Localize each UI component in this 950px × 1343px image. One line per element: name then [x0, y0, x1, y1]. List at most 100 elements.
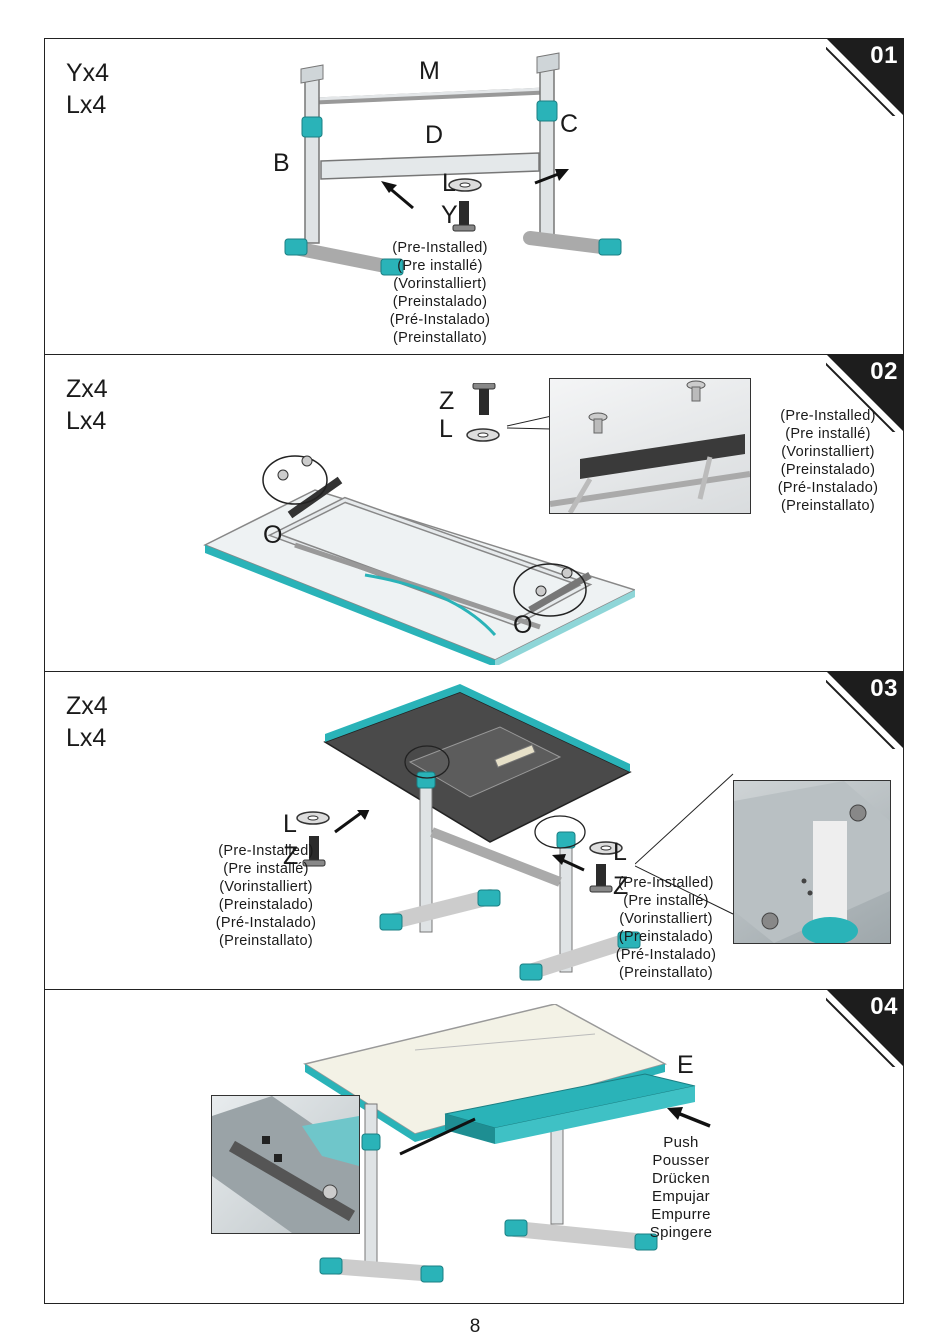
pre-installed-note: (Pre-Installed) (Pre installé) (Vorinsta… [375, 239, 505, 347]
parts-quantity: Zx4 Lx4 [66, 690, 108, 754]
label-l: L [439, 415, 453, 443]
desk-drawer-illustration [303, 1004, 711, 1283]
step-badge-01: 01 [826, 38, 904, 116]
note-line: (Preinstallato) [219, 933, 313, 949]
bracket-detail-illustration [549, 380, 751, 515]
label-l-right: L [613, 838, 627, 866]
note-line: (Preinstallato) [781, 498, 875, 514]
push-line: Empujar [652, 1188, 710, 1205]
push-line: Pousser [652, 1152, 710, 1169]
note-line: (Preinstalado) [618, 929, 714, 945]
label-d: D [425, 121, 444, 149]
badge-corner-icon [826, 671, 904, 749]
push-line: Push [663, 1134, 699, 1151]
left-leg-b [304, 72, 320, 244]
parts-quantity: Zx4 Lx4 [66, 373, 108, 437]
note-line: (Pre-Installed) [392, 240, 488, 256]
note-line: (Preinstalado) [780, 462, 876, 478]
label-l: L [442, 169, 456, 197]
note-line: (Preinstallato) [619, 965, 713, 981]
label-l-left: L [283, 810, 297, 838]
note-line: (Pre installé) [785, 426, 871, 442]
step-number: 03 [870, 675, 898, 702]
note-line: (Preinstalado) [392, 294, 488, 310]
step-number: 01 [870, 42, 898, 69]
push-instruction: Push Pousser Drücken Empujar Empurre Spi… [643, 1134, 719, 1242]
label-z: Z [439, 387, 455, 415]
note-line: (Pre installé) [623, 893, 709, 909]
label-c: C [560, 110, 579, 138]
quantity-l: Lx4 [66, 91, 107, 119]
push-line: Empurre [651, 1206, 711, 1223]
desk-on-legs-illustration [323, 684, 641, 981]
bolt-detail-illustration [734, 781, 890, 945]
note-line: (Vorinstalliert) [219, 879, 313, 895]
step-badge-02: 02 [826, 354, 904, 432]
step-04: 04 E [45, 989, 904, 1305]
note-line: (Pré-Instalado) [777, 480, 879, 496]
pre-installed-note: (Pre-Installed) (Pre installé) (Vorinsta… [763, 407, 893, 515]
desktop-underside-illustration [203, 455, 635, 665]
note-line: (Preinstalado) [218, 897, 314, 913]
detail-inset [549, 378, 751, 515]
right-foot [523, 231, 617, 255]
step-01: 01 Yx4 Lx4 [45, 38, 904, 354]
step-number: 02 [870, 358, 898, 385]
step-badge-04: 04 [826, 989, 904, 1067]
screw-washer-icon [466, 383, 500, 442]
badge-corner-icon [826, 989, 904, 1067]
label-o-right: O [513, 611, 533, 639]
cross-bar-d [320, 152, 540, 180]
push-line: Spingere [649, 1224, 713, 1241]
quantity-z: Zx4 [66, 692, 108, 720]
label-b: B [273, 149, 290, 177]
top-bar-m [314, 87, 546, 105]
label-z-right: Z [613, 872, 629, 900]
page-number: 8 [469, 1316, 481, 1337]
push-line: Drücken [652, 1170, 710, 1187]
step-03: 03 Zx4 Lx4 [45, 671, 904, 989]
note-line: (Pre installé) [223, 861, 309, 877]
leader-lines [635, 773, 734, 915]
note-line: (Pré-Instalado) [389, 312, 491, 328]
quantity-l: Lx4 [66, 407, 107, 435]
pre-installed-note-right: (Pre-Installed) (Pre installé) (Vorinsta… [601, 874, 731, 982]
detail-inset [211, 1095, 360, 1234]
note-line: (Pre-Installed) [218, 843, 314, 859]
badge-corner-icon [826, 354, 904, 432]
note-line: (Pre-Installed) [780, 408, 876, 424]
note-line: (Pre-Installed) [618, 875, 714, 891]
drawer-slide-detail-illustration [212, 1096, 359, 1233]
step-number: 04 [870, 993, 898, 1020]
parts-quantity: Yx4 Lx4 [66, 57, 109, 121]
note-line: (Vorinstalliert) [619, 911, 713, 927]
step-badge-03: 03 [826, 671, 904, 749]
push-arrow-icon [674, 1110, 711, 1128]
note-line: (Vorinstalliert) [393, 276, 487, 292]
badge-corner-icon [826, 38, 904, 116]
note-line: (Preinstallato) [393, 330, 487, 346]
left-foot [288, 241, 402, 275]
arrow-right-icon [534, 171, 562, 185]
instruction-frame: 01 Yx4 Lx4 [44, 38, 904, 1304]
note-line: (Pre installé) [397, 258, 483, 274]
label-y: Y [441, 201, 458, 229]
screw-icon [459, 201, 469, 227]
label-z-left: Z [283, 842, 299, 870]
note-line: (Vorinstalliert) [781, 444, 875, 460]
pre-installed-note-left: (Pre-Installed) (Pre installé) (Vorinsta… [201, 842, 331, 950]
label-m: M [419, 57, 440, 85]
note-line: (Pré-Instalado) [215, 915, 317, 931]
label-e: E [677, 1051, 694, 1079]
washer-screw-left-icon [296, 810, 370, 867]
detail-inset [733, 780, 891, 945]
step-02: 02 Zx4 Lx4 O [45, 354, 904, 671]
note-line: (Pré-Instalado) [615, 947, 717, 963]
washer-screw-right-icon [552, 841, 623, 893]
quantity-l: Lx4 [66, 724, 107, 752]
quantity-z: Zx4 [66, 375, 108, 403]
frame-legs-illustration [284, 52, 622, 276]
label-o-left: O [263, 521, 283, 549]
quantity-y: Yx4 [66, 59, 110, 87]
right-leg-c [539, 62, 555, 244]
